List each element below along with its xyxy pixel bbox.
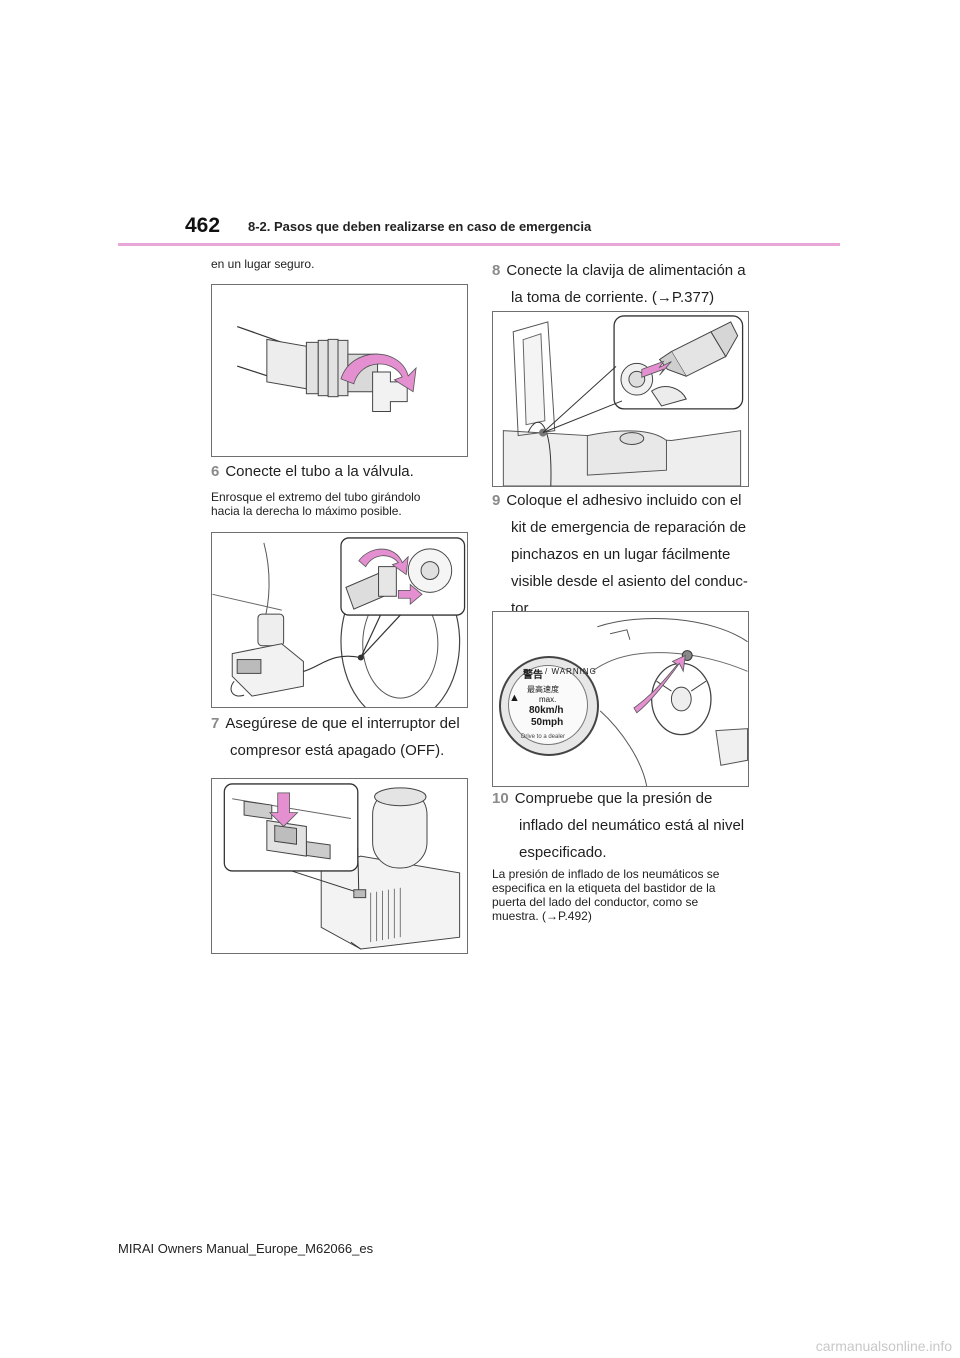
step-10-note-1: La presión de inflado de los neumáticos … <box>492 867 720 881</box>
warning-sticker: ▲ 警告 / WARNING 最高速度 max. 80km/h 50mph Dr… <box>499 656 599 756</box>
step-8: 8 Conecte la clavija de alimentación a la… <box>492 257 746 311</box>
section-title: 8-2. Pasos que deben realizarse en caso … <box>248 219 592 234</box>
step-10-note-2: especifica en la etiqueta del bastidor d… <box>492 881 716 895</box>
step-9-line-1: Coloque el adhesivo incluido con el <box>506 492 742 509</box>
figure-hose-end <box>211 284 468 457</box>
compressor-switch-illustration <box>223 783 461 950</box>
step-8-number: 8 <box>492 262 501 279</box>
placement-arrow-icon <box>633 654 686 714</box>
power-switch-icon <box>274 824 297 845</box>
step-9-line-3: pinchazos en un lugar fácilmente <box>511 546 731 563</box>
hose-end-illustration <box>236 325 417 413</box>
press-down-arrow-icon <box>268 792 299 828</box>
warning-triangle-icon: ▲ <box>509 692 520 704</box>
step-6-note-2: hacia la derecha lo máximo posible. <box>211 504 402 518</box>
step-7-number: 7 <box>211 715 220 732</box>
sticker-warning-en: / WARNING <box>545 667 597 676</box>
step-7-line-2: compresor está apagado (OFF). <box>230 742 445 759</box>
step-10-line-1: Compruebe que la presión de <box>514 790 713 807</box>
page-number: 462 <box>185 214 221 237</box>
step-9-line-2: kit de emergencia de reparación de <box>511 519 747 536</box>
compressor-tire-illustration <box>212 537 466 707</box>
sticker-placement-illustration <box>592 617 748 786</box>
push-arrow-icon <box>397 583 423 606</box>
step-8-line-1: Conecte la clavija de alimentación a <box>506 262 746 279</box>
step-8-line-2: la toma de corriente. (→P.377) <box>511 289 715 306</box>
step-9-number: 9 <box>492 492 501 509</box>
step-6-number: 6 <box>211 463 220 480</box>
step-9: 9 Coloque el adhesivo incluido con el kit… <box>492 487 748 622</box>
sticker-warning-jp: 警告 <box>523 670 543 681</box>
step-10-line-2: inflado del neumático está al nivel <box>519 817 745 834</box>
step-10-line-3: especificado. <box>519 844 607 861</box>
header-rule <box>118 243 840 246</box>
sticker-kmh: 80km/h <box>529 705 564 716</box>
rotate-arrow-icon-2 <box>358 548 409 576</box>
watermark: carmanualsonline.info <box>815 1338 952 1354</box>
figure-compressor-tire <box>211 532 468 708</box>
step-10-note-4: muestra. (→P.492) <box>492 909 592 923</box>
step-9-line-4: visible desde el asiento del conduc- <box>511 573 748 590</box>
sticker-max: max. <box>539 695 557 704</box>
step-10: 10 Compruebe que la presión de inflado de… <box>492 785 744 866</box>
step-10-number: 10 <box>492 790 509 807</box>
sticker-speed-title: 最高速度 <box>527 685 559 694</box>
manual-title-footer: MIRAI Owners Manual_Europe_M62066_es <box>118 1241 374 1256</box>
insert-arrow-icon <box>641 360 672 378</box>
power-outlet-illustration <box>502 315 744 486</box>
sticker-mph: 50mph <box>531 717 564 728</box>
figure-power-outlet <box>492 311 749 487</box>
sticker-bottom-text: Drive to a dealer <box>521 734 566 740</box>
rotate-arrow-icon <box>340 353 417 393</box>
figure-compressor-switch <box>211 778 468 954</box>
figure-sticker-placement: ▲ 警告 / WARNING 最高速度 max. 80km/h 50mph Dr… <box>492 611 749 787</box>
step-6-note-1: Enrosque el extremo del tubo girándolo <box>211 490 421 504</box>
step-6-text: Conecte el tubo a la válvula. <box>225 463 414 480</box>
intro-text: en un lugar seguro. <box>211 257 315 271</box>
step-7: 7 Asegúrese de que el interruptor del com… <box>211 710 460 764</box>
step-7-line-1: Asegúrese de que el interruptor del <box>225 715 460 732</box>
step-6: 6 Conecte el tubo a la válvula. <box>211 458 414 485</box>
step-10-note-3: puerta del lado del conductor, como se <box>492 895 699 909</box>
